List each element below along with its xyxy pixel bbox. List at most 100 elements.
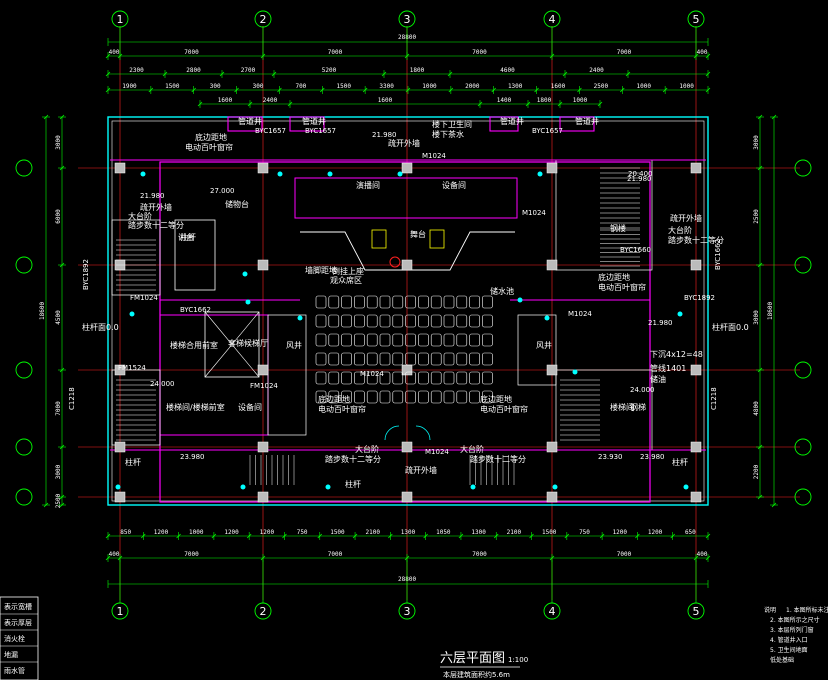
seat: [341, 352, 352, 366]
hydrant-dot: [325, 484, 331, 490]
dim-label: 1000: [189, 529, 204, 536]
axis-label-top-1: 1: [117, 13, 124, 26]
seat: [430, 371, 442, 385]
seat: [328, 333, 340, 347]
seat: [482, 390, 493, 404]
dim-label: 7000: [328, 49, 343, 56]
dim-slash: [105, 53, 111, 59]
dim-label: 7000: [617, 551, 632, 558]
hydrant-dot: [683, 484, 689, 490]
dim-slash: [493, 533, 499, 539]
dim-slash: [549, 555, 555, 561]
room-label: 大台阶: [668, 225, 692, 235]
dim-slash: [757, 444, 763, 450]
hydrant-dot: [552, 484, 558, 490]
room-label: 底边距地: [318, 394, 350, 404]
dim-slash: [705, 87, 711, 93]
dim-slash: [59, 367, 65, 373]
hydrant-dot: [240, 484, 246, 490]
dim-slash: [59, 262, 65, 268]
dim-label: 400: [109, 49, 120, 56]
dim-slash: [320, 87, 325, 93]
hydrant-dot: [572, 369, 578, 375]
column: [257, 259, 269, 271]
grid-lines: [78, 26, 800, 600]
seat: [315, 390, 327, 404]
room-label: 柱杆面0.0: [82, 322, 119, 332]
seat: [341, 371, 352, 385]
door-tag: BYC1657: [305, 127, 336, 135]
seat: [443, 371, 455, 385]
axis-label-bottom-5: 5: [693, 605, 700, 618]
dim-slash: [620, 87, 625, 93]
seat: [315, 295, 327, 309]
column: [690, 491, 702, 503]
dim-slash: [705, 555, 711, 561]
seat: [405, 333, 416, 347]
pipe-shaft-3: [489, 116, 519, 132]
seat: [392, 390, 404, 404]
column: [257, 491, 269, 503]
dim-label: 300: [253, 83, 264, 90]
hydrant-dot: [517, 297, 523, 303]
room-label: 踏步数十二等分: [128, 220, 184, 230]
door-tag: BYC1662: [714, 239, 722, 270]
hydrant-dot: [544, 315, 550, 321]
dim-label: 2100: [507, 529, 522, 536]
column: [257, 162, 269, 174]
legend-item-5: 雨水管: [4, 666, 25, 675]
dim-slash: [757, 114, 763, 120]
auditorium-seats: [315, 295, 493, 404]
dim-label: 7000: [328, 551, 343, 558]
seat: [405, 314, 416, 328]
notes-line-5: 5. 卫生间地面: [770, 646, 808, 654]
dim-slash: [317, 533, 323, 539]
room-labels: 管道井管道井管道井管道井底边距地电动百叶窗帘疏开外墙楼下卫生间楼下茶水演播间设备…: [82, 116, 749, 489]
dim-label: 400: [697, 551, 708, 558]
room-label: 设备间: [442, 180, 466, 190]
seat: [379, 295, 391, 309]
axis-bubble-left-3: [15, 361, 33, 379]
seat: [405, 295, 416, 309]
door-tag: M1024: [568, 310, 592, 318]
dim-label: 3000: [753, 310, 760, 325]
axis-label-bottom-3: 3: [404, 605, 411, 618]
room-label: 底边距地: [195, 132, 227, 142]
seat: [418, 314, 429, 328]
room-label: 疏开外墙: [405, 465, 437, 475]
room-label: 踏步数十二等分: [668, 235, 724, 245]
column: [257, 364, 269, 376]
column: [257, 441, 269, 453]
door-tag: BYC1657: [255, 127, 286, 135]
hydrant-dot: [327, 171, 333, 177]
legend-item-2: 表示厚层: [4, 618, 32, 627]
dim-slash: [176, 533, 181, 539]
seat: [315, 371, 327, 385]
room-label: 电动百叶窗帘: [318, 404, 366, 414]
dim-slash: [148, 87, 154, 93]
hydrant-dot: [140, 171, 146, 177]
legend-item-1: 表示宽槽: [4, 602, 32, 611]
column: [690, 364, 702, 376]
pipe-shaft-4: [559, 116, 595, 132]
room-label: 楼下茶水: [432, 129, 464, 139]
seat: [418, 295, 429, 309]
seat: [392, 352, 404, 366]
dim-slash: [260, 53, 266, 59]
dim-label: 4600: [500, 67, 515, 74]
shaft-right-wall: [517, 314, 557, 386]
dim-label: 2400: [263, 97, 278, 104]
dim-label: 750: [297, 529, 308, 536]
room-label: 柱杆面0.0: [712, 322, 749, 332]
dim-slash: [564, 533, 570, 539]
room-label: 下沉4x12=48: [650, 350, 703, 359]
dim-label: 1500: [165, 83, 180, 90]
dim-label: 3000: [55, 135, 62, 150]
notes-line-6: 低处基础: [770, 656, 794, 664]
dim-label: 2200: [753, 464, 760, 479]
dim-label: 7000: [617, 49, 632, 56]
seat: [392, 314, 404, 328]
stair-left-bottom-wall: [111, 369, 161, 446]
dim-slash: [247, 101, 253, 107]
hydrant-dot: [537, 171, 543, 177]
